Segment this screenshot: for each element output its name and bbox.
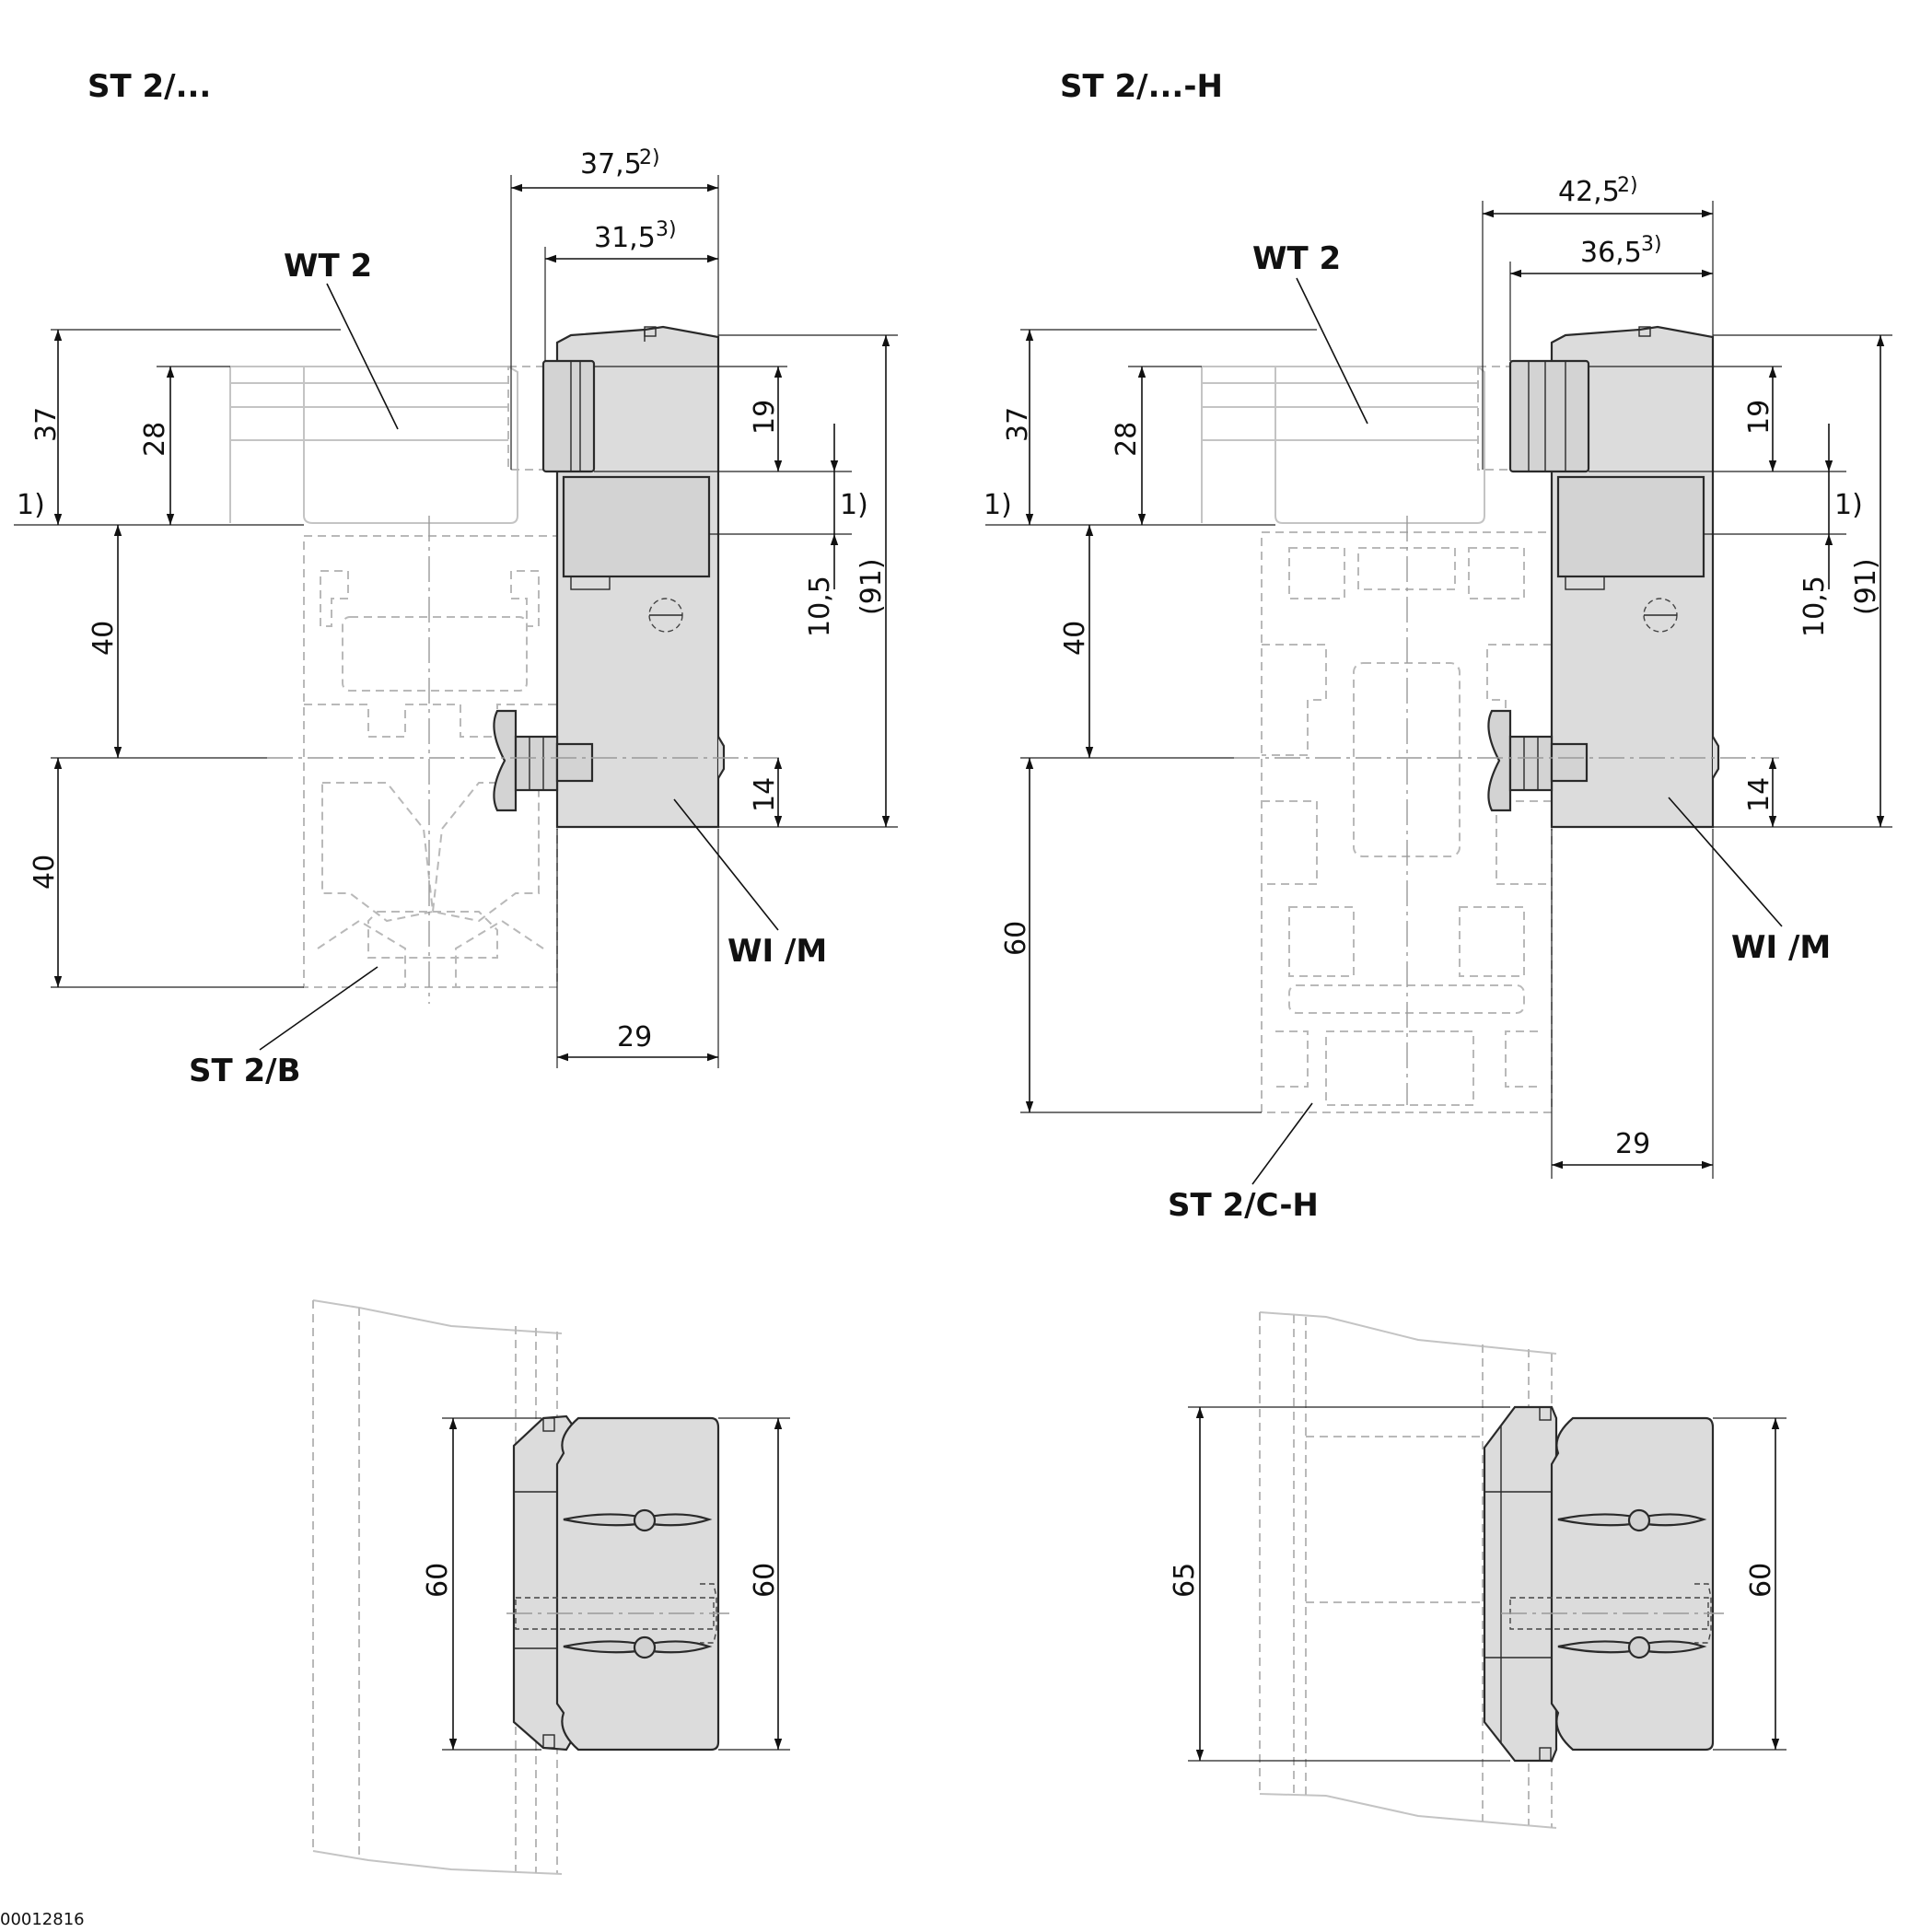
left-note-1-left: 1) xyxy=(17,489,45,521)
right-dim-28: 28 xyxy=(1111,422,1143,457)
left-plan-dim-60-b: 60 xyxy=(749,1563,781,1598)
right-dim-60: 60 xyxy=(1000,921,1032,956)
right-dim-19: 19 xyxy=(1743,400,1775,435)
left-dim-37: 37 xyxy=(30,407,63,442)
right-label-st2c-h: ST 2/C-H xyxy=(1168,1187,1319,1224)
right-dim-overall-width: 42,5 xyxy=(1558,176,1620,208)
left-carrier-ghost xyxy=(229,366,560,524)
left-dim-37-5: 37,5 2) xyxy=(510,146,719,470)
right-dim-37: 37 xyxy=(1002,407,1034,442)
right-view-title: ST 2/...-H xyxy=(1060,68,1223,105)
left-dim-28: 28 xyxy=(139,422,171,457)
left-plan-dim-60-a: 60 xyxy=(422,1563,454,1598)
left-label-wim: WI /M xyxy=(727,933,827,970)
right-dim-10-5: 10,5 xyxy=(1798,576,1831,637)
left-dim-inner-width-note: 3) xyxy=(656,218,677,241)
left-dim-40-upper: 40 xyxy=(87,621,120,656)
left-dim-overall-width-note: 2) xyxy=(639,146,660,169)
left-label-wt2: WT 2 xyxy=(284,248,372,285)
right-label-wt2: WT 2 xyxy=(1252,240,1341,277)
right-note-1-right: 1) xyxy=(1834,489,1863,521)
left-dim-inner-width: 31,5 xyxy=(594,222,656,254)
left-dim-91: (91) xyxy=(855,558,888,615)
left-view-title: ST 2/... xyxy=(87,68,211,105)
right-dim-inner-width-note: 3) xyxy=(1641,233,1662,256)
left-dim-14: 14 xyxy=(749,777,781,812)
right-dim-29: 29 xyxy=(1615,1128,1650,1160)
left-module-wim xyxy=(267,325,785,829)
left-dim-19: 19 xyxy=(749,400,781,435)
right-dim-inner-width: 36,5 xyxy=(1580,237,1642,269)
right-plan-view: 65 60 xyxy=(1169,1311,1787,1829)
right-dim-36-5: 36,5 3) xyxy=(1509,233,1713,361)
right-view: ST 2/...-H xyxy=(983,68,1892,1829)
left-dim-10-5: 10,5 xyxy=(804,576,836,637)
right-note-1-left: 1) xyxy=(983,489,1012,521)
left-plan-view: 60 60 xyxy=(312,1299,790,1875)
drawing-number: 00012816 xyxy=(0,1910,85,1929)
right-dim-42-5: 42,5 2) xyxy=(1482,174,1714,470)
right-label-wim: WI /M xyxy=(1731,929,1831,966)
right-plan-dim-65: 65 xyxy=(1169,1563,1201,1598)
right-dim-40: 40 xyxy=(1059,621,1091,656)
left-view: ST 2/... xyxy=(14,68,898,1875)
left-note-1-right: 1) xyxy=(840,489,868,521)
right-dim-overall-width-note: 2) xyxy=(1617,174,1638,197)
right-module-wim xyxy=(1234,325,1779,829)
left-dim-40-lower: 40 xyxy=(29,855,61,890)
right-plan-dim-60: 60 xyxy=(1745,1563,1777,1598)
left-dim-overall-width: 37,5 xyxy=(580,148,642,180)
right-dim-91: (91) xyxy=(1850,558,1882,615)
right-dim-14: 14 xyxy=(1743,777,1775,812)
left-label-st2b: ST 2/B xyxy=(189,1053,301,1089)
right-profile-ghost xyxy=(1261,516,1553,1113)
left-dim-31-5: 31,5 3) xyxy=(544,218,718,361)
right-carrier-ghost xyxy=(1201,366,1511,524)
left-dim-29: 29 xyxy=(617,1021,652,1053)
